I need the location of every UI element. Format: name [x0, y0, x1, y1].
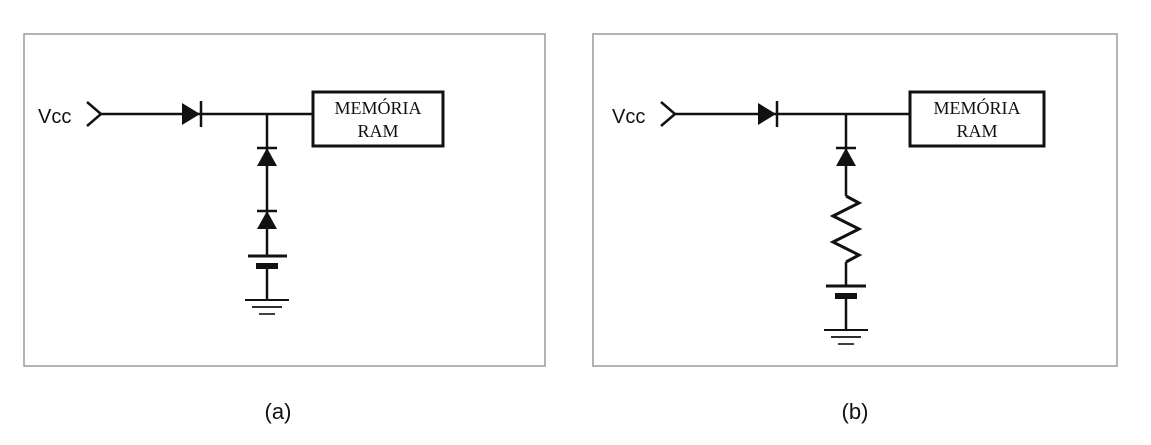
panel-b-vcc-label: Vcc	[612, 106, 645, 128]
panel-a-ground-icon	[245, 299, 289, 315]
svg-text:MEMÓRIA: MEMÓRIA	[334, 97, 421, 118]
panel-a: Vcc MEMÓRIA RAM	[23, 33, 546, 367]
panel-a-diode-upper-icon	[257, 146, 277, 166]
svg-text:MEMÓRIA: MEMÓRIA	[933, 97, 1020, 118]
panel-b-ground-icon	[824, 329, 868, 345]
svg-text:RAM: RAM	[956, 121, 997, 141]
panel-a-memory-ram-box: MEMÓRIA RAM	[311, 90, 445, 148]
panel-b-frame	[592, 33, 1118, 367]
panel-a-vcc-label: Vcc	[38, 106, 71, 128]
panel-a-diode-lower-icon	[257, 209, 277, 229]
panel-b-vcc-arrow-icon	[660, 101, 677, 127]
panel-b-series-diode-icon	[758, 101, 779, 127]
panel-b: Vcc MEMÓRIA RAM	[592, 33, 1118, 367]
panel-b-memory-ram-box: MEMÓRIA RAM	[908, 90, 1046, 148]
svg-text:RAM: RAM	[357, 121, 398, 141]
panel-a-frame	[23, 33, 546, 367]
panel-b-battery-icon	[826, 284, 866, 299]
panel-a-vcc-arrow-icon	[86, 101, 103, 127]
panel-b-diode-icon	[836, 146, 856, 166]
panel-a-caption: (a)	[265, 399, 292, 424]
panel-b-resistor-icon	[829, 194, 863, 264]
panel-a-series-diode-icon	[182, 101, 203, 127]
panel-a-battery-icon	[248, 254, 287, 269]
panel-b-caption: (b)	[842, 399, 869, 424]
